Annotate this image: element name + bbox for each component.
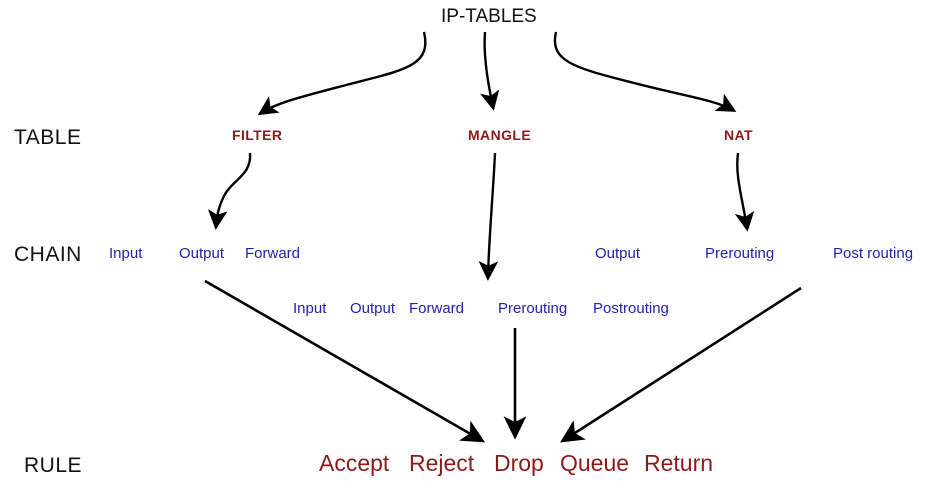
chain-node-filter-input[interactable]: Input [109, 245, 143, 262]
row-label-chain: CHAIN [14, 243, 82, 266]
connector-nat-to-prerouting-chain [734, 152, 755, 232]
rule-node-queue[interactable]: Queue [560, 450, 630, 476]
chain-node-nat-prerouting[interactable]: Prerouting [705, 245, 775, 262]
chain-node-filter-output[interactable]: Output [179, 245, 225, 262]
chain-node-mangle-output[interactable]: Output [350, 300, 396, 317]
chain-node-nat-output[interactable]: Output [595, 245, 641, 262]
chain-node-mangle-prerouting[interactable]: Prerouting [498, 300, 568, 317]
connector-iptables-to-filter [257, 31, 427, 116]
rule-node-drop[interactable]: Drop [494, 450, 544, 476]
connector-filter-to-output-chain [207, 152, 252, 230]
rule-node-accept[interactable]: Accept [319, 450, 390, 476]
connector-iptables-to-mangle [480, 31, 500, 111]
table-node-nat[interactable]: NAT [724, 127, 753, 143]
rule-node-reject[interactable]: Reject [409, 450, 475, 476]
chain-node-mangle-postrouting[interactable]: Postrouting [593, 300, 669, 317]
connector-iptables-to-nat [553, 31, 737, 112]
root-node-iptables: IP-TABLES [441, 6, 537, 27]
chain-node-mangle-forward[interactable]: Forward [409, 300, 465, 317]
connector-mangle-to-prerouting-chain [478, 152, 499, 281]
row-label-table: TABLE [14, 126, 82, 149]
chain-node-nat-post-routing[interactable]: Post routing [833, 245, 914, 262]
table-node-filter[interactable]: FILTER [232, 127, 283, 143]
row-label-rule: RULE [24, 454, 83, 477]
chain-node-mangle-input[interactable]: Input [293, 300, 327, 317]
rule-node-return[interactable]: Return [644, 450, 714, 476]
table-node-mangle[interactable]: MANGLE [468, 127, 532, 143]
chain-node-filter-forward[interactable]: Forward [245, 245, 301, 262]
